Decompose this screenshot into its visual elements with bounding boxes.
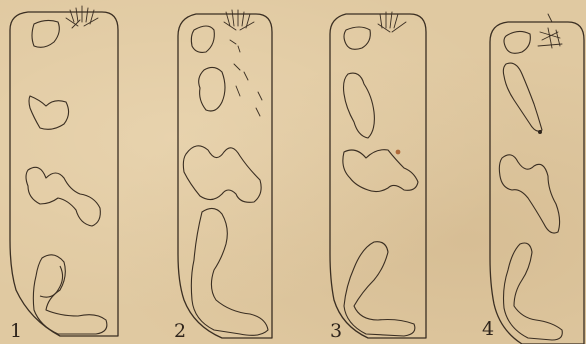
cell-3-food-vacuole-3 (344, 242, 415, 336)
cell-1-cilia (66, 6, 98, 28)
cell-4-food-vacuole-3 (504, 243, 563, 340)
cell-4 (490, 14, 584, 344)
cell-4-food-vacuole-2 (499, 155, 559, 233)
cell-1-food-vacuole-2 (26, 167, 100, 226)
cell-2-food-vacuole-2 (183, 146, 261, 203)
cell-3-outline (330, 14, 426, 338)
panel-number-4: 4 (482, 320, 494, 339)
cell-1-contractile-vacuole (32, 20, 59, 47)
cell-1-food-vacuole-3-inner (40, 266, 63, 297)
cell-4-food-vacuole-1 (503, 63, 542, 131)
cell-3 (330, 12, 426, 338)
cell-4-cilia (538, 14, 562, 48)
cell-1-food-vacuole-1 (29, 96, 69, 129)
cell-2-outline (178, 14, 272, 338)
cell-2-food-vacuole-3 (191, 208, 268, 335)
cell-3-contractile-vacuole (344, 27, 370, 49)
cell-2-cilia (224, 10, 254, 52)
panel-number-2: 2 (174, 322, 186, 341)
cell-4-contractile-vacuole (504, 31, 530, 53)
cell-2 (178, 10, 272, 338)
cell-1-food-vacuole-3 (33, 255, 107, 334)
cell-2-cilia-marks (234, 64, 262, 116)
cell-3-food-vacuole-1 (344, 73, 375, 138)
panel-number-1: 1 (10, 322, 22, 341)
cell-1 (10, 6, 118, 336)
panel-number-3: 3 (330, 322, 342, 341)
cell-2-contractile-vacuole (191, 26, 214, 52)
cell-2-food-vacuole-1 (199, 67, 225, 111)
cell-3-cilia (378, 12, 406, 32)
cell-3-food-vacuole-2 (343, 150, 418, 192)
cell-3-pigment-dot (396, 150, 401, 155)
cell-4-dark-dot (538, 130, 542, 134)
cell-4-outline (490, 22, 584, 344)
